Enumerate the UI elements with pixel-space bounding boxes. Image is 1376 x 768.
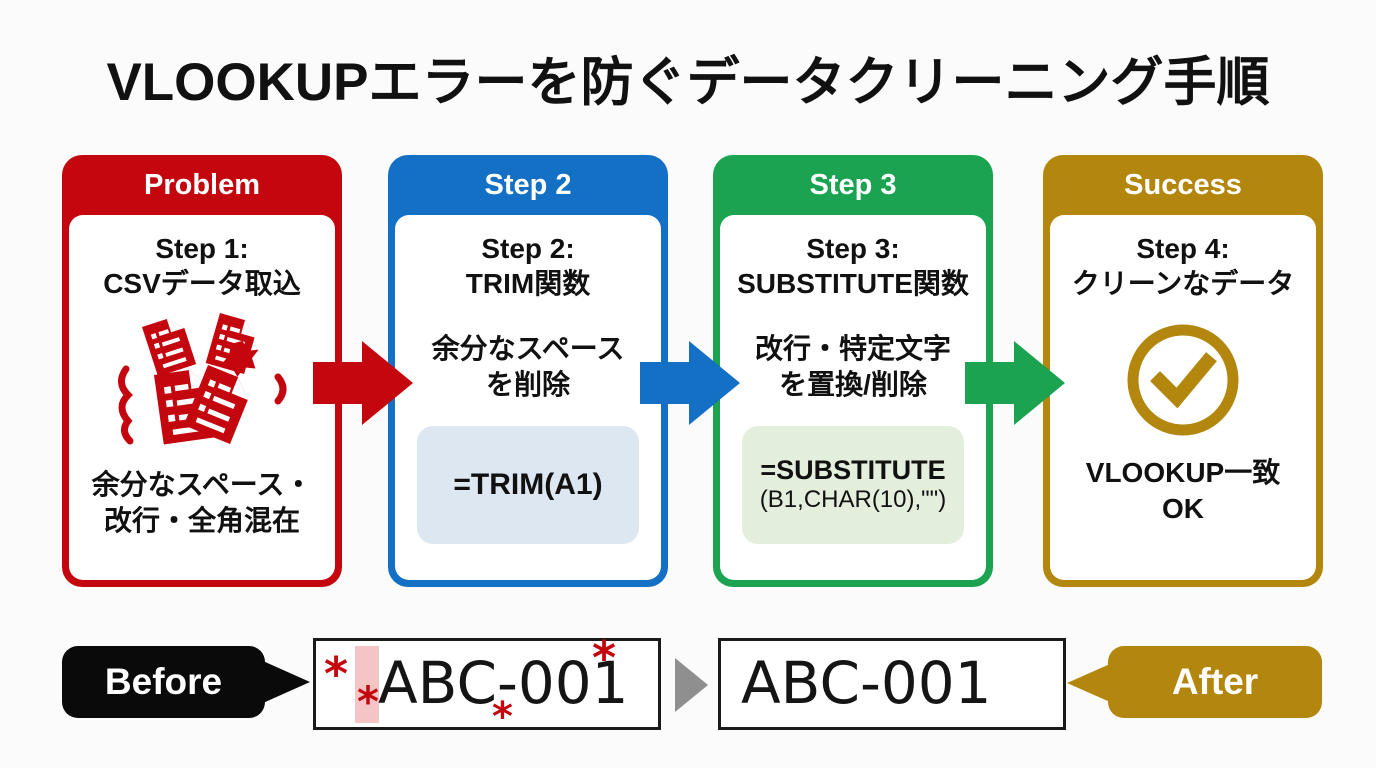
before-label: Before [104,661,223,702]
arrow-step3-to-step4-icon [965,341,1065,425]
after-bubble-pointer-icon [1067,664,1110,702]
card-step2-title: Step 2: TRIM関数 [466,231,590,301]
card-success: Success Step 4: クリーンなデータ VLOOKUP一致 OK [1043,155,1323,587]
card-problem-title: Step 1: CSVデータ取込 [103,231,301,301]
trim-formula: =TRIM(A1) [453,467,603,501]
success-text-line2: OK [1162,493,1204,525]
card-success-title: Step 4: クリーンなデータ [1072,231,1295,301]
card-success-header: Success [1124,169,1242,201]
after-label: After [1171,661,1259,702]
card-problem-body: Step 1: CSVデータ取込 [69,215,335,580]
substitute-formula-line1: =SUBSTITUTE [760,455,946,486]
step2-line1: Step 2: [481,233,575,264]
step4-line1: Step 4: [1136,233,1230,264]
step1-line1: Step 1: [155,233,249,264]
card-step3-header: Step 3 [809,169,897,201]
error-asterisk: * [592,631,617,685]
step2-text-line1: 余分なスペース [431,333,625,364]
messy-documents-icon [112,309,292,457]
arrow-step2-to-step3-icon [640,341,740,425]
transform-arrow-icon [675,658,708,712]
card-step3-text: 改行・特定文字 を置換/削除 [755,331,951,404]
arrow-step1-to-step2-icon [313,341,413,425]
step1-line2: CSVデータ取込 [103,268,301,299]
card-problem-text: 余分なスペース・ 改行・全角混在 [92,467,313,540]
card-step2-body: Step 2: TRIM関数 余分なスペース を削除 =TRIM(A1) [395,215,661,580]
step2-text-line2: を削除 [485,369,570,401]
page-title: VLOOKUPエラーを防ぐデータクリーニング手順 [106,53,1270,112]
card-success-text: VLOOKUP一致 OK [1086,455,1280,528]
card-step3: Step 3 Step 3: SUBSTITUTE関数 改行・特定文字 を置換/… [713,155,993,587]
highlighted-space [355,646,379,723]
substitute-formula-box: =SUBSTITUTE (B1,CHAR(10),"") [742,425,964,544]
card-step3-title: Step 3: SUBSTITUTE関数 [737,231,969,301]
before-cell-value: ABC-001 [378,649,629,717]
step3-line1: Step 3: [806,233,900,264]
step3-line2: SUBSTITUTE関数 [737,268,969,299]
trim-formula-box: =TRIM(A1) [417,425,639,544]
before-label-bubble: Before [62,646,265,718]
step4-line2: クリーンなデータ [1071,268,1295,299]
step3-text-line2: を置換/削除 [779,369,927,401]
card-step2: Step 2 Step 2: TRIM関数 余分なスペース を削除 =TRIM(… [388,155,668,587]
step3-text-line1: 改行・特定文字 [754,333,951,364]
after-label-bubble: After [1108,646,1322,718]
after-value-box: ABC-001 [718,638,1066,730]
error-asterisk: * [324,647,349,701]
card-step3-body: Step 3: SUBSTITUTE関数 改行・特定文字 を置換/削除 =SUB… [720,215,986,580]
after-cell-value: ABC-001 [741,649,992,717]
problem-text-line1: 余分なスペース・ [91,469,313,500]
substitute-formula-line2: (B1,CHAR(10),"") [759,486,947,514]
error-asterisk: * [492,694,513,740]
success-text-line1: VLOOKUP一致 [1085,457,1281,488]
before-bubble-pointer-icon [263,661,310,703]
card-success-body: Step 4: クリーンなデータ VLOOKUP一致 OK [1050,215,1316,580]
check-circle-icon [1124,321,1242,439]
before-value-box: * * * * ABC-001 [313,631,661,737]
card-step2-header: Step 2 [484,169,572,201]
problem-text-line2: 改行・全角混在 [103,505,300,537]
step2-line2: TRIM関数 [465,268,591,299]
card-step2-text: 余分なスペース を削除 [432,331,625,404]
card-problem: Problem Step 1: CSVデータ取込 [62,155,342,587]
card-problem-header: Problem [143,169,261,201]
error-asterisk: * [357,677,379,726]
